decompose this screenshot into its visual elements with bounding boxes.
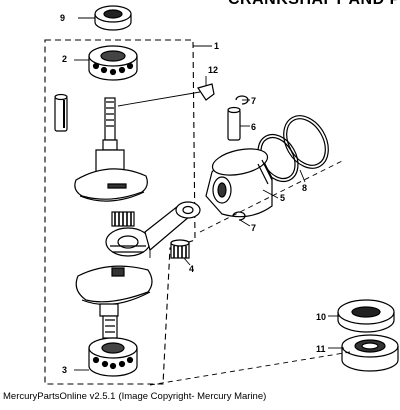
part-3-lower-bearing[interactable]	[88, 337, 138, 377]
needle-roller[interactable]	[54, 93, 68, 132]
callout-9[interactable]: 9	[60, 13, 65, 23]
part-2-upper-bearing[interactable]	[88, 45, 138, 81]
part-10-oil-seal[interactable]	[337, 299, 395, 333]
app-version: MercuryPartsOnline v2.5.1	[3, 391, 116, 402]
callout-4[interactable]: 4	[189, 264, 194, 274]
callout-7-upper[interactable]: 7	[251, 96, 256, 106]
part-12-key[interactable]	[197, 83, 215, 101]
copyright-notice: (Image Copyright- Mercury Marine)	[118, 391, 267, 402]
footer-credit: MercuryPartsOnline v2.5.1(Image Copyrigh…	[3, 391, 269, 402]
part-11-bearing-housing[interactable]	[341, 334, 399, 372]
callout-1[interactable]: 1	[214, 41, 219, 51]
part-9-oil-seal[interactable]	[94, 5, 132, 31]
part-6-piston-pin[interactable]	[227, 106, 241, 141]
crankshaft-lower[interactable]	[75, 265, 153, 339]
callout-8[interactable]: 8	[302, 183, 307, 193]
callout-12[interactable]: 12	[208, 65, 218, 75]
assembly-boundary-dashed	[44, 39, 196, 385]
callout-11[interactable]: 11	[316, 344, 326, 354]
callout-10[interactable]: 10	[316, 312, 326, 322]
crankpin-needle-bearing[interactable]	[111, 211, 135, 227]
leader-lines	[74, 17, 351, 386]
callouts: 1 2 3 4 5 6 7 7 8 9 10 11 12	[60, 13, 326, 375]
callout-6[interactable]: 6	[251, 122, 256, 132]
part-7-clip-lower[interactable]	[232, 211, 246, 221]
part-7-clip-upper[interactable]	[235, 95, 249, 105]
connecting-rod[interactable]	[105, 201, 201, 257]
callout-5[interactable]: 5	[280, 193, 285, 203]
part-5-piston[interactable]	[205, 144, 273, 218]
callout-2[interactable]: 2	[62, 54, 67, 64]
callout-3[interactable]: 3	[62, 365, 67, 375]
part-4-needle-bearing[interactable]	[170, 239, 190, 259]
crankshaft-upper[interactable]	[74, 97, 148, 202]
diagram-title: CRANKSHAFT AND P	[228, 0, 400, 9]
callout-7-lower[interactable]: 7	[251, 223, 256, 233]
